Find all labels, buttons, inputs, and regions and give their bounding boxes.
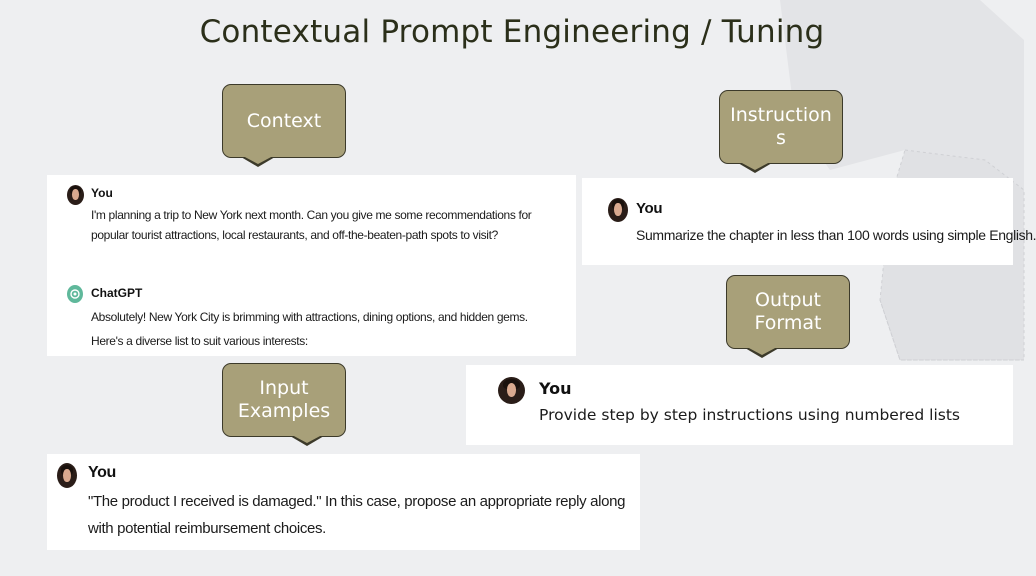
user-name: You [91,186,113,200]
chat-card-output-format: You Provide step by step instructions us… [466,365,1013,445]
chat-card-context: You I'm planning a trip to New York next… [47,175,576,356]
callout-context-label: Context [246,109,322,132]
user-message: Provide step by step instructions using … [539,406,961,424]
page-title: Contextual Prompt Engineering / Tuning [199,14,825,50]
user-name: You [88,464,116,481]
user-name: You [539,379,572,398]
callout-instructions: Instructions [719,90,843,164]
callout-input-examples: Input Examples [222,363,346,437]
callout-output-format-tail-fill [747,347,777,355]
user-avatar-icon [498,377,525,404]
user-avatar-icon [608,198,628,222]
callout-context-tail-fill [243,156,273,164]
user-name: You [636,200,663,217]
callout-input-examples-tail-fill [292,435,322,443]
assistant-message: Absolutely! New York City is brimming wi… [91,310,528,348]
callout-instructions-label: Instructions [730,104,832,149]
chat-card-input-examples: You "The product I received is damaged."… [47,454,640,550]
chat-card-instructions: You Summarize the chapter in less than 1… [582,178,1036,265]
user-message: I'm planning a trip to New York next mon… [91,208,532,242]
assistant-name: ChatGPT [91,286,143,300]
callout-output-format: Output Format [726,275,850,349]
callout-instructions-tail-fill [740,162,770,170]
callout-output-format-label: Output Format [754,289,822,334]
user-message: Summarize the chapter in less than 100 w… [636,227,1036,243]
callout-input-examples-label: Input Examples [237,377,331,422]
openai-logo-icon [67,285,83,303]
user-avatar-icon [67,185,84,205]
user-message: "The product I received is damaged." In … [88,493,626,537]
user-avatar-icon [57,463,77,488]
callout-context: Context [222,84,346,158]
